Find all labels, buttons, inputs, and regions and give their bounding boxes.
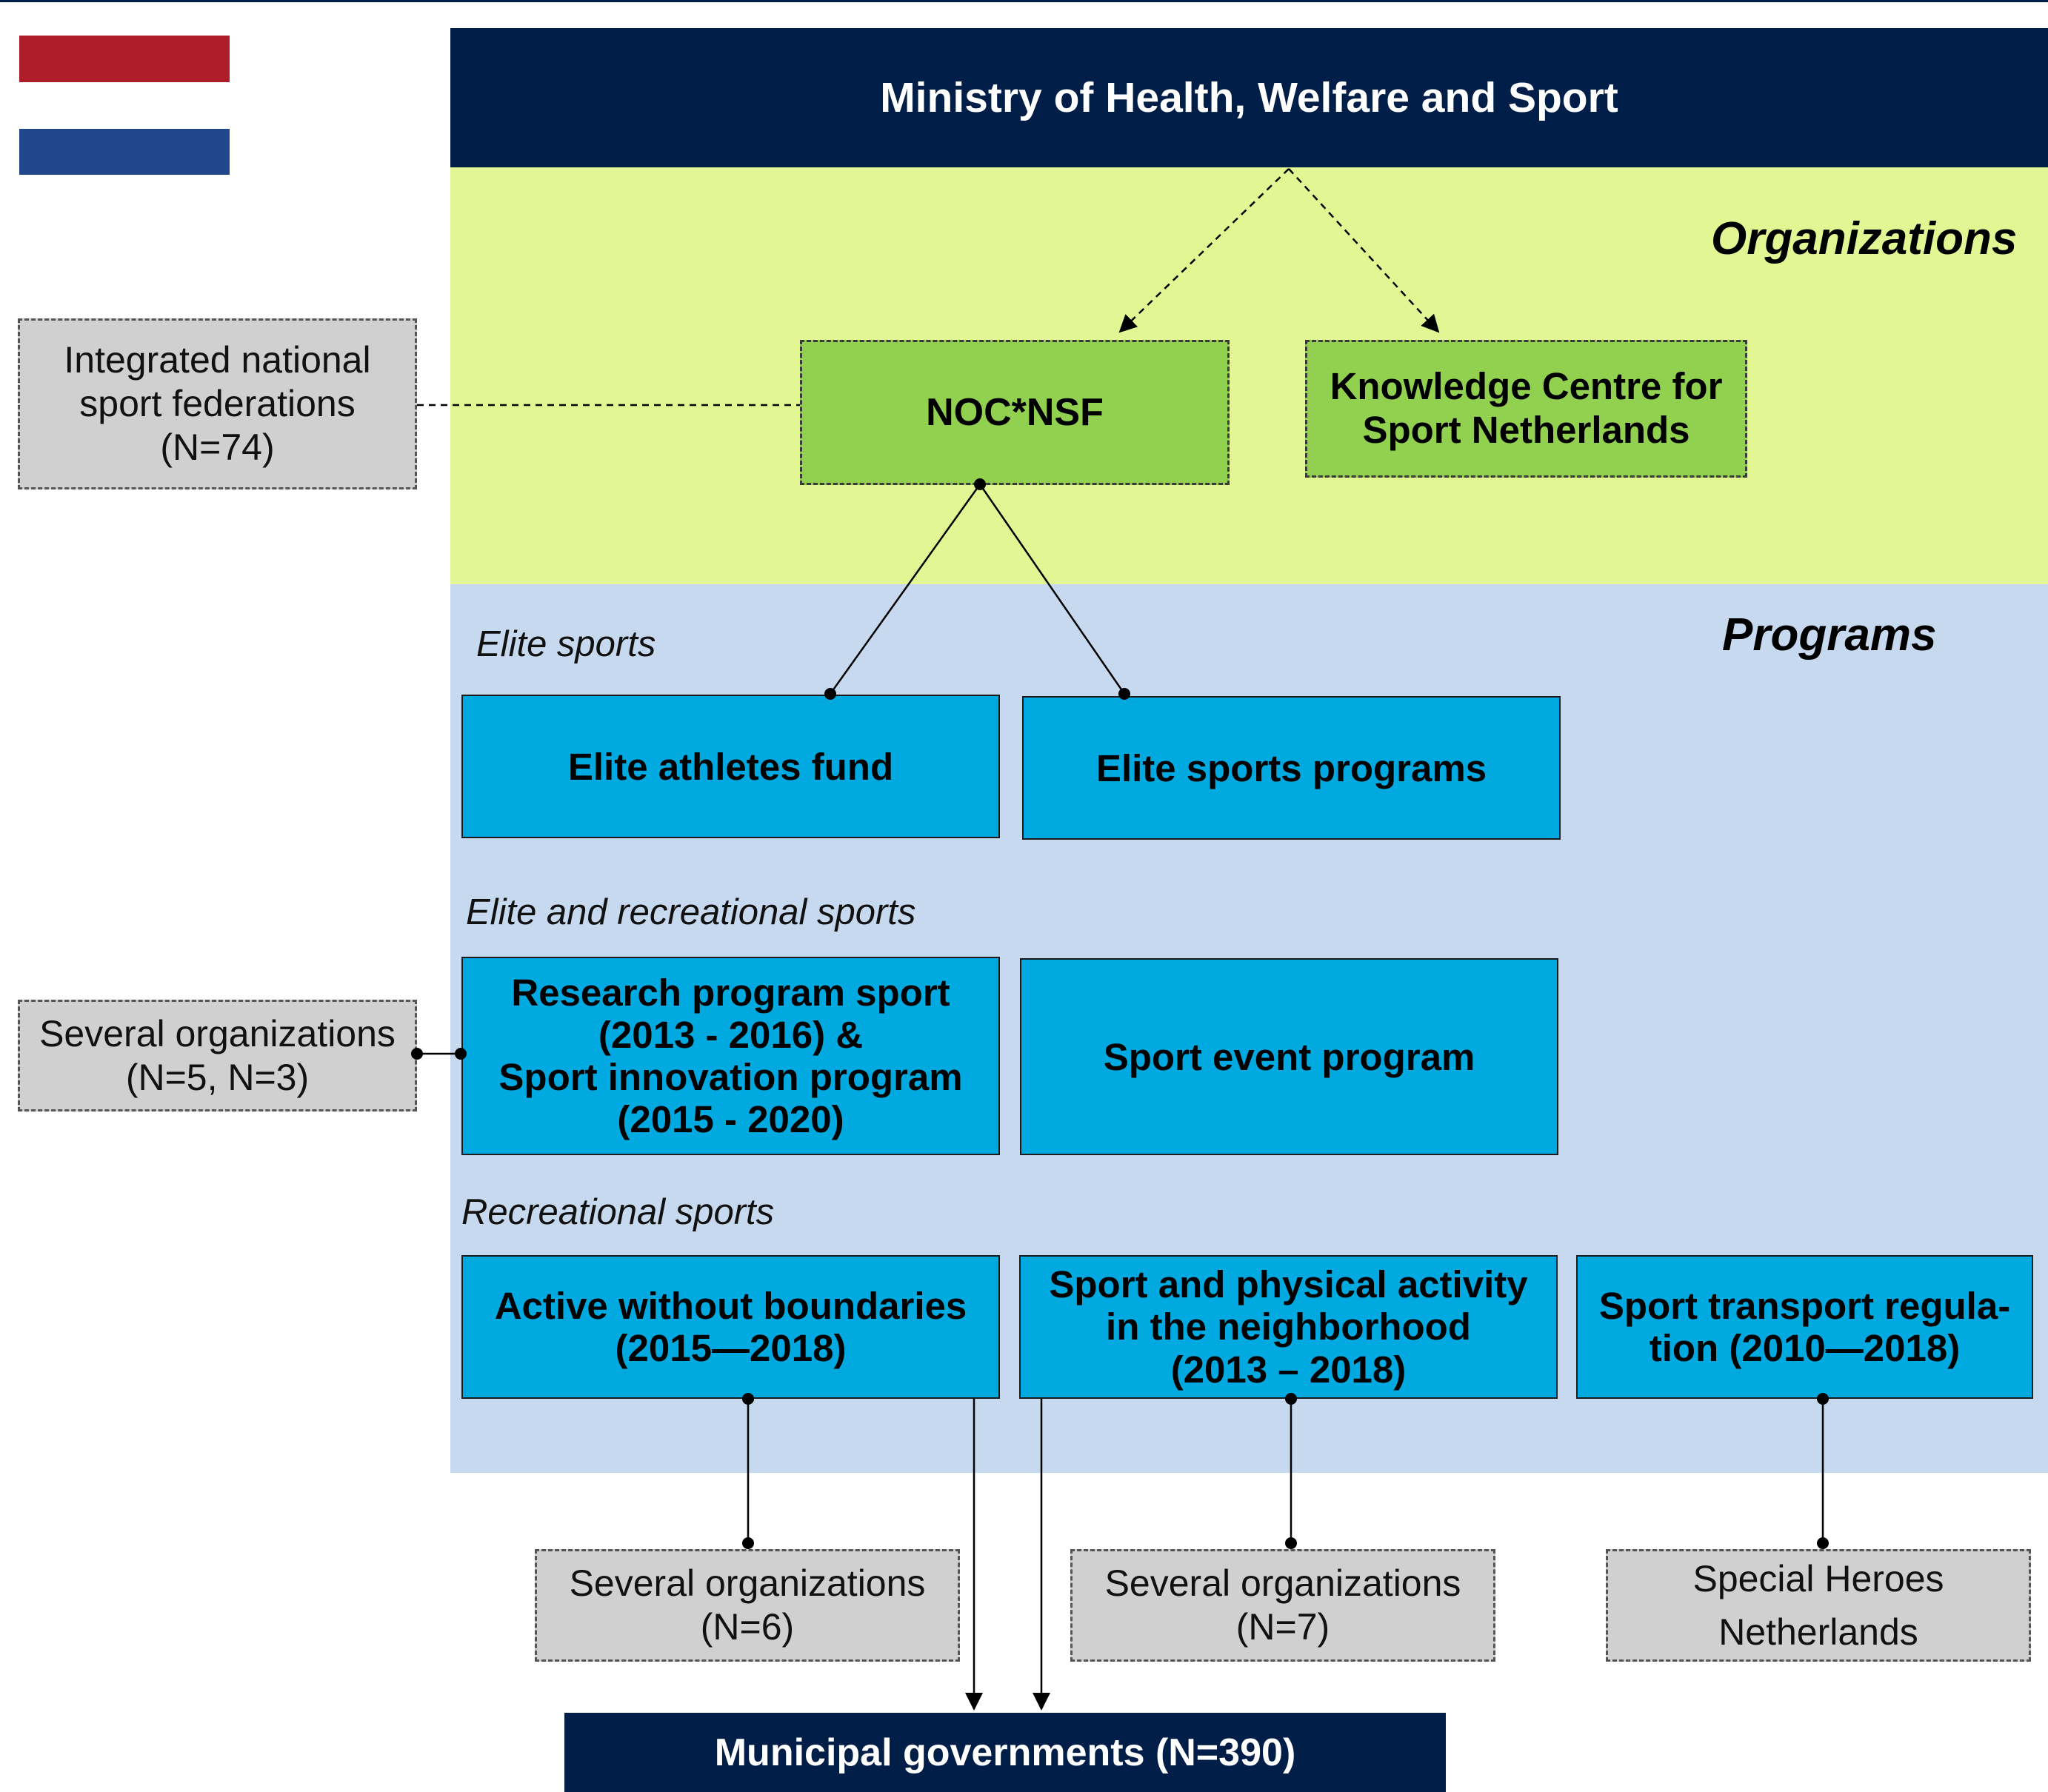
neighborhood-dot	[1285, 1393, 1297, 1405]
elite-programs-dot	[1118, 688, 1130, 700]
noc-nsf-label: NOC*NSF	[926, 391, 1104, 434]
knowledge-centre-label: Knowledge Centre for Sport Netherlands	[1330, 365, 1723, 451]
ministry-to-knowledge-arrow	[1288, 168, 1440, 333]
sport-event-program-box: Sport event program	[1020, 958, 1558, 1155]
sport-transport-label: Sport transport regula- tion (2010—2018)	[1598, 1284, 2011, 1369]
sport-neighborhood-label: Sport and physical activity in the neigh…	[1049, 1263, 1528, 1391]
sport-event-program-label: Sport event program	[1103, 1035, 1475, 1078]
federations-label: Integrated national sport federations (N…	[64, 339, 371, 468]
elite-sports-programs-label: Elite sports programs	[1095, 746, 1487, 789]
several-dot	[411, 1048, 423, 1060]
sport-transport-box: Sport transport regula- tion (2010—2018)	[1576, 1255, 2033, 1399]
several-orgs-6-label: Several organizations (N=6)	[569, 1562, 926, 1648]
sport-neighborhood-box: Sport and physical activity in the neigh…	[1019, 1255, 1558, 1399]
fund-dot	[824, 688, 836, 700]
flag-red-stripe	[19, 36, 230, 82]
knowledge-centre-box: Knowledge Centre for Sport Netherlands	[1305, 340, 1747, 478]
several-orgs-7-box: Several organizations (N=7)	[1070, 1549, 1495, 1662]
noc-nsf-box: NOC*NSF	[800, 340, 1230, 485]
ministry-box: Ministry of Health, Welfare and Sport	[450, 28, 2048, 167]
elite-athletes-fund-label: Elite athletes fund	[567, 745, 894, 788]
elite-sports-programs-box: Elite sports programs	[1022, 696, 1561, 840]
ministry-to-noc-arrow	[1118, 168, 1290, 333]
municipal-governments-box: Municipal governments (N=390)	[564, 1713, 1446, 1792]
organizations-heading: Organizations	[1711, 213, 2018, 264]
elite-recreational-label: Elite and recreational sports	[466, 892, 916, 932]
programs-heading: Programs	[1722, 609, 1937, 661]
recreational-sports-label: Recreational sports	[461, 1192, 775, 1232]
municipal-governments-label: Municipal governments (N=390)	[714, 1731, 1296, 1774]
special-heroes-box: Special Heroes Netherlands	[1606, 1549, 2031, 1662]
research-dot	[455, 1048, 467, 1060]
research-program-label: Research program sport (2013 - 2016) & S…	[498, 971, 963, 1141]
ministry-label: Ministry of Health, Welfare and Sport	[880, 74, 1618, 121]
federations-box: Integrated national sport federations (N…	[18, 318, 417, 489]
research-program-box: Research program sport (2013 - 2016) & S…	[461, 957, 1000, 1155]
noc-to-fund-line	[829, 484, 981, 695]
several-orgs-6-box: Several organizations (N=6)	[535, 1549, 960, 1662]
active-without-boundaries-box: Active without boundaries (2015—2018)	[461, 1255, 1000, 1399]
active-without-boundaries-label: Active without boundaries (2015—2018)	[494, 1284, 967, 1369]
elite-athletes-fund-box: Elite athletes fund	[461, 695, 1000, 838]
several7-dot	[1285, 1537, 1297, 1549]
several6-dot	[742, 1537, 754, 1549]
several-orgs-5-3-box: Several organizations (N=5, N=3)	[18, 1000, 417, 1111]
flag-white-stripe	[19, 82, 230, 129]
noc-to-elite-programs-line	[978, 484, 1126, 695]
netherlands-flag-icon	[19, 36, 230, 175]
special-heroes-label: Special Heroes Netherlands	[1692, 1557, 1944, 1654]
noc-dot	[974, 478, 986, 490]
several-orgs-5-3-label: Several organizations (N=5, N=3)	[39, 1012, 396, 1098]
organizations-band	[450, 167, 2048, 584]
heroes-dot	[1817, 1537, 1829, 1549]
active-dot	[742, 1393, 754, 1405]
top-rule	[0, 0, 2048, 2]
elite-sports-label: Elite sports	[476, 624, 656, 664]
transport-dot	[1817, 1393, 1829, 1405]
several-orgs-7-label: Several organizations (N=7)	[1104, 1562, 1461, 1648]
flag-blue-stripe	[19, 129, 230, 175]
